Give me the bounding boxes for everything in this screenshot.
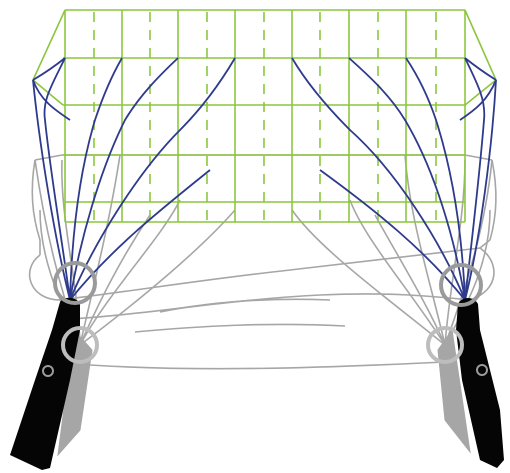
rear-line xyxy=(79,214,151,346)
front-line xyxy=(464,57,486,301)
canopy-fold xyxy=(59,247,481,301)
rear-line xyxy=(79,199,181,346)
rear-line xyxy=(79,209,236,346)
front-line xyxy=(464,57,497,81)
rear-wing-side-right xyxy=(489,159,497,241)
right-lower-carabiner-icon xyxy=(426,326,464,364)
left-upper-carabiner-icon xyxy=(53,261,97,305)
front-line xyxy=(32,79,71,301)
left-lower-carabiner-icon xyxy=(61,326,99,364)
rear-line-cascade xyxy=(28,154,497,370)
front-line xyxy=(348,57,466,301)
front-line xyxy=(69,169,211,301)
rear-line xyxy=(404,154,446,346)
rear-wing-side-left xyxy=(31,159,41,241)
front-line xyxy=(43,57,71,301)
canopy-fold xyxy=(479,239,491,249)
right-riser-eyelet-icon xyxy=(476,364,488,376)
wing-grid xyxy=(32,9,497,223)
front-line xyxy=(405,57,466,301)
canopy-fold xyxy=(28,254,61,301)
front-line xyxy=(319,169,466,301)
front-line xyxy=(32,79,71,121)
front-line xyxy=(32,57,66,81)
rear-line xyxy=(79,154,121,346)
front-line xyxy=(291,57,466,301)
right-front-riser xyxy=(456,298,504,468)
left-riser-eyelet-icon xyxy=(42,365,54,377)
front-line xyxy=(459,79,497,121)
front-line-cascade xyxy=(32,57,497,301)
front-line xyxy=(464,79,497,301)
rear-line xyxy=(291,209,446,346)
front-line xyxy=(69,57,123,301)
rear-line xyxy=(349,199,446,346)
canopy-fold xyxy=(159,298,331,313)
front-line xyxy=(69,57,236,301)
rear-line xyxy=(374,214,446,346)
front-line xyxy=(69,57,179,301)
canopy-fold xyxy=(134,323,346,333)
right-upper-carabiner-icon xyxy=(439,263,483,307)
dashed-ribs xyxy=(93,12,437,220)
canopy-fold xyxy=(54,293,471,321)
canopy-fold xyxy=(89,361,446,370)
